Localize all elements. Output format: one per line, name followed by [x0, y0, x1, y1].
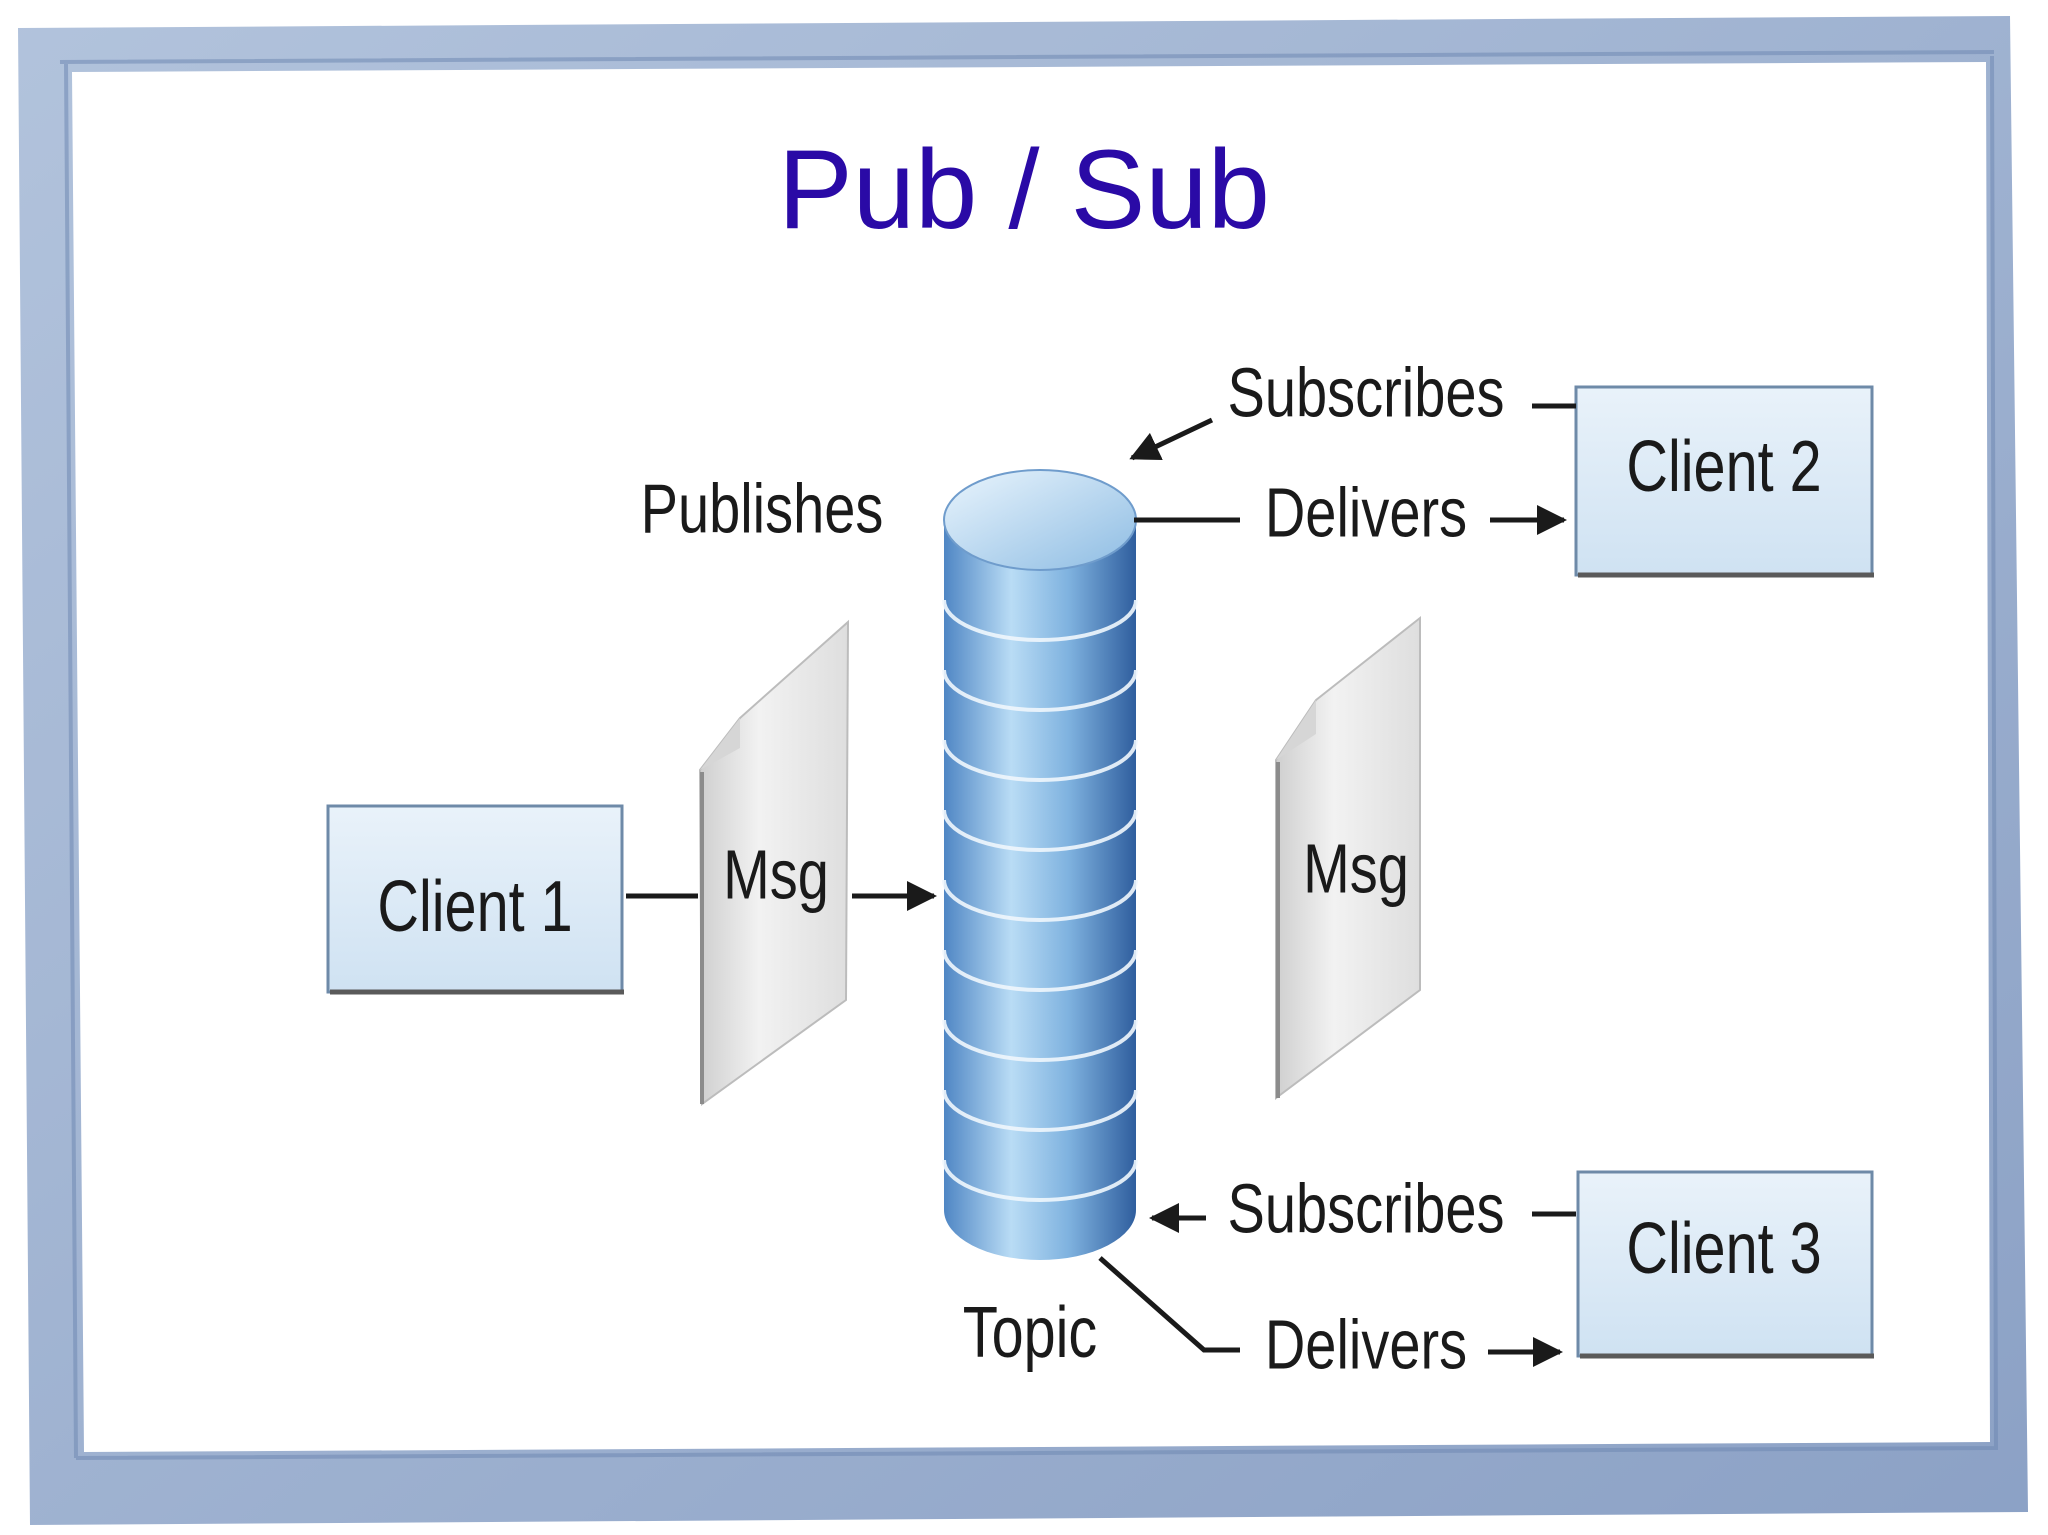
message-label-right: Msg [1303, 831, 1409, 908]
client3-delivers-label: Delivers [1265, 1307, 1467, 1384]
slide-title: Pub / Sub [778, 127, 1270, 252]
cylinder-segment-lines [942, 599, 1138, 1202]
client2-subscribes-arrow [1129, 417, 1214, 461]
publishes-label: Publishes [641, 471, 884, 548]
client-2-node: Client 2 [1574, 385, 1874, 578]
client-1-label: Client 1 [377, 866, 572, 947]
client-3-label: Client 3 [1626, 1208, 1821, 1289]
client-2-label: Client 2 [1626, 426, 1821, 507]
message-document-icon: Msg [1275, 615, 1421, 1100]
client2-subscribes-label: Subscribes [1228, 355, 1505, 432]
message-label-left: Msg [723, 837, 829, 914]
client3-subscribes-label: Subscribes [1228, 1171, 1505, 1248]
client-3-node: Client 3 [1576, 1170, 1874, 1359]
frame-inner-line [59, 50, 1998, 1460]
client-1-node: Client 1 [326, 804, 624, 995]
message-document-icon: Msg [698, 619, 850, 1106]
topic-cylinder-icon [942, 469, 1138, 1260]
client2-delivers-label: Delivers [1265, 475, 1467, 552]
topic-label: Topic [963, 1292, 1097, 1373]
client3-delivers-edge [1098, 1256, 1240, 1353]
